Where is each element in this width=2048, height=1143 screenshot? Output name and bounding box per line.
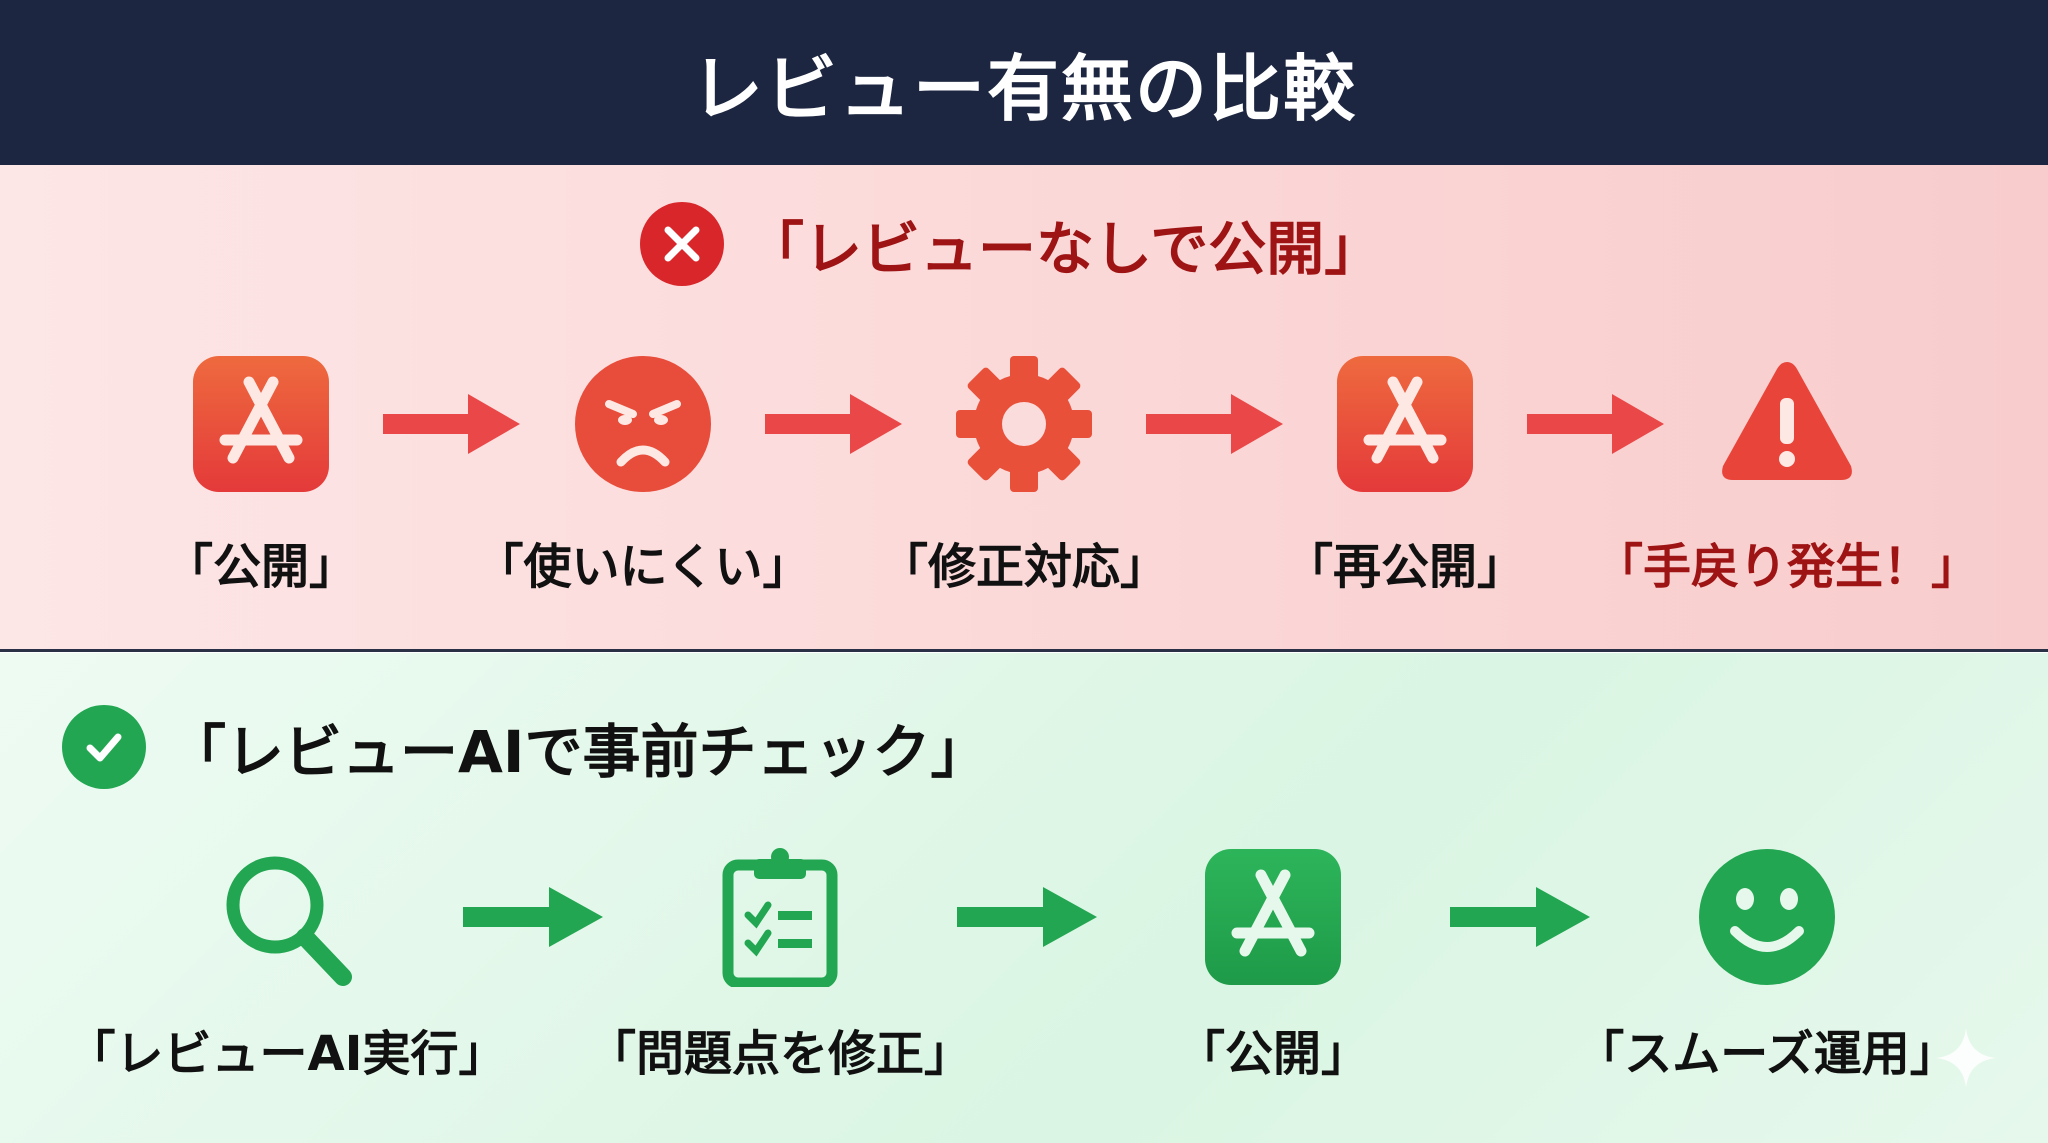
arrow-right-icon xyxy=(957,887,1097,947)
step-label: 「公開」 xyxy=(1176,1026,1370,1082)
smile-face-icon xyxy=(1699,849,1835,985)
app-store-icon xyxy=(1205,849,1341,985)
step-label: 「修正対応」 xyxy=(879,539,1169,595)
arrow-right-icon xyxy=(463,887,603,947)
x-circle-icon xyxy=(640,202,724,286)
without-review-section: 「レビューなしで公開」 「公開」 「使いにくい」 「修正対応」 「再公開」 xyxy=(0,165,2048,652)
arrow-right-icon xyxy=(383,394,520,454)
heading-text: 「レビューなしで公開」 xyxy=(746,215,1383,283)
with-review-section: 「レビューAIで事前チェック」 「レビューAI実行」 「問題点を修正」 「公開」… xyxy=(0,653,2048,1143)
app-store-icon xyxy=(1337,356,1473,492)
clipboard-checklist-icon xyxy=(722,848,838,987)
check-circle-icon xyxy=(62,705,146,789)
warning-icon xyxy=(1722,362,1852,480)
page-title: レビュー有無の比較 xyxy=(690,47,1357,131)
app-store-icon xyxy=(193,356,329,492)
step-label: 「公開」 xyxy=(164,539,358,595)
with-review-heading: 「レビューAIで事前チェック」 xyxy=(62,705,988,789)
step-label: 「スムーズ運用」 xyxy=(1576,1026,1958,1082)
arrow-right-icon xyxy=(1527,394,1664,454)
step-label: 「問題点を修正」 xyxy=(587,1026,973,1082)
angry-face-icon xyxy=(575,356,711,492)
heading-text: 「レビューAIで事前チェック」 xyxy=(168,718,989,786)
without-review-heading: 「レビューなしで公開」 xyxy=(640,202,1382,286)
step-label: 「再公開」 xyxy=(1284,539,1526,595)
header-bar: レビュー有無の比較 xyxy=(0,0,2048,165)
magnifier-icon xyxy=(226,856,352,986)
step-label: 「使いにくい」 xyxy=(475,539,811,595)
sparkle-icon xyxy=(1936,1028,1996,1088)
step-label: 「レビューAI実行」 xyxy=(67,1026,507,1082)
arrow-right-icon xyxy=(1146,394,1283,454)
step-label: 「手戻り発生！」 xyxy=(1594,539,1980,595)
arrow-right-icon xyxy=(765,394,902,454)
gear-icon xyxy=(956,356,1092,492)
arrow-right-icon xyxy=(1450,887,1590,947)
